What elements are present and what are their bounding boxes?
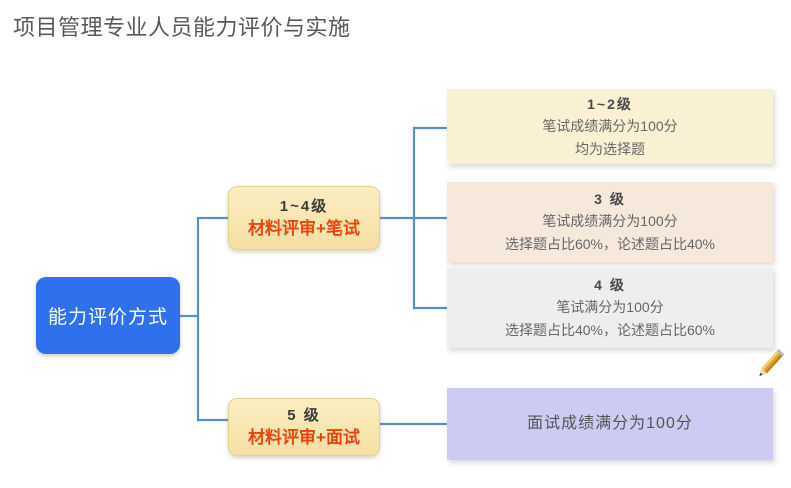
node-detail-4-heading: 4 级 [594, 277, 626, 293]
node-level-5[interactable]: 5 级 材料评审+面试 [228, 398, 380, 456]
node-detail-3-heading: 3 级 [594, 191, 626, 207]
node-detail-1-2-line-1: 笔试成绩满分为100分 [542, 117, 678, 134]
page-title: 项目管理专业人员能力评价与实施 [13, 15, 351, 40]
node-level-1-4[interactable]: 1~4级 材料评审+笔试 [228, 186, 380, 250]
node-detail-5[interactable]: 面试成绩满分为100分 [447, 388, 773, 460]
node-level-5-grade: 5 级 [287, 406, 321, 424]
node-detail-3-line-1: 笔试成绩满分为100分 [542, 213, 678, 229]
node-detail-5-line-1: 面试成绩满分为100分 [527, 415, 693, 432]
node-detail-1-2-heading: 1~2级 [587, 95, 633, 112]
node-detail-1-2-line-2: 均为选择题 [575, 140, 645, 157]
node-level-5-method: 材料评审+面试 [248, 427, 360, 447]
node-detail-1-2[interactable]: 1~2级 笔试成绩满分为100分 均为选择题 [447, 89, 773, 164]
node-detail-4-line-2: 选择题占比40%，论述题占比60% [504, 322, 716, 338]
node-detail-3[interactable]: 3 级 笔试成绩满分为100分 选择题占比60%，论述题占比40% [447, 182, 773, 262]
node-detail-4-line-1: 笔试满分为100分 [556, 299, 664, 315]
node-level-1-4-method: 材料评审+笔试 [248, 218, 360, 238]
node-detail-3-line-2: 选择题占比60%，论述题占比40% [504, 236, 716, 252]
node-detail-4[interactable]: 4 级 笔试满分为100分 选择题占比40%，论述题占比60% [447, 268, 773, 348]
node-root-label: 能力评价方式 [47, 307, 168, 328]
node-level-1-4-grade: 1~4级 [279, 197, 329, 215]
pencil-icon [759, 349, 785, 377]
node-root[interactable]: 能力评价方式 [36, 277, 180, 354]
